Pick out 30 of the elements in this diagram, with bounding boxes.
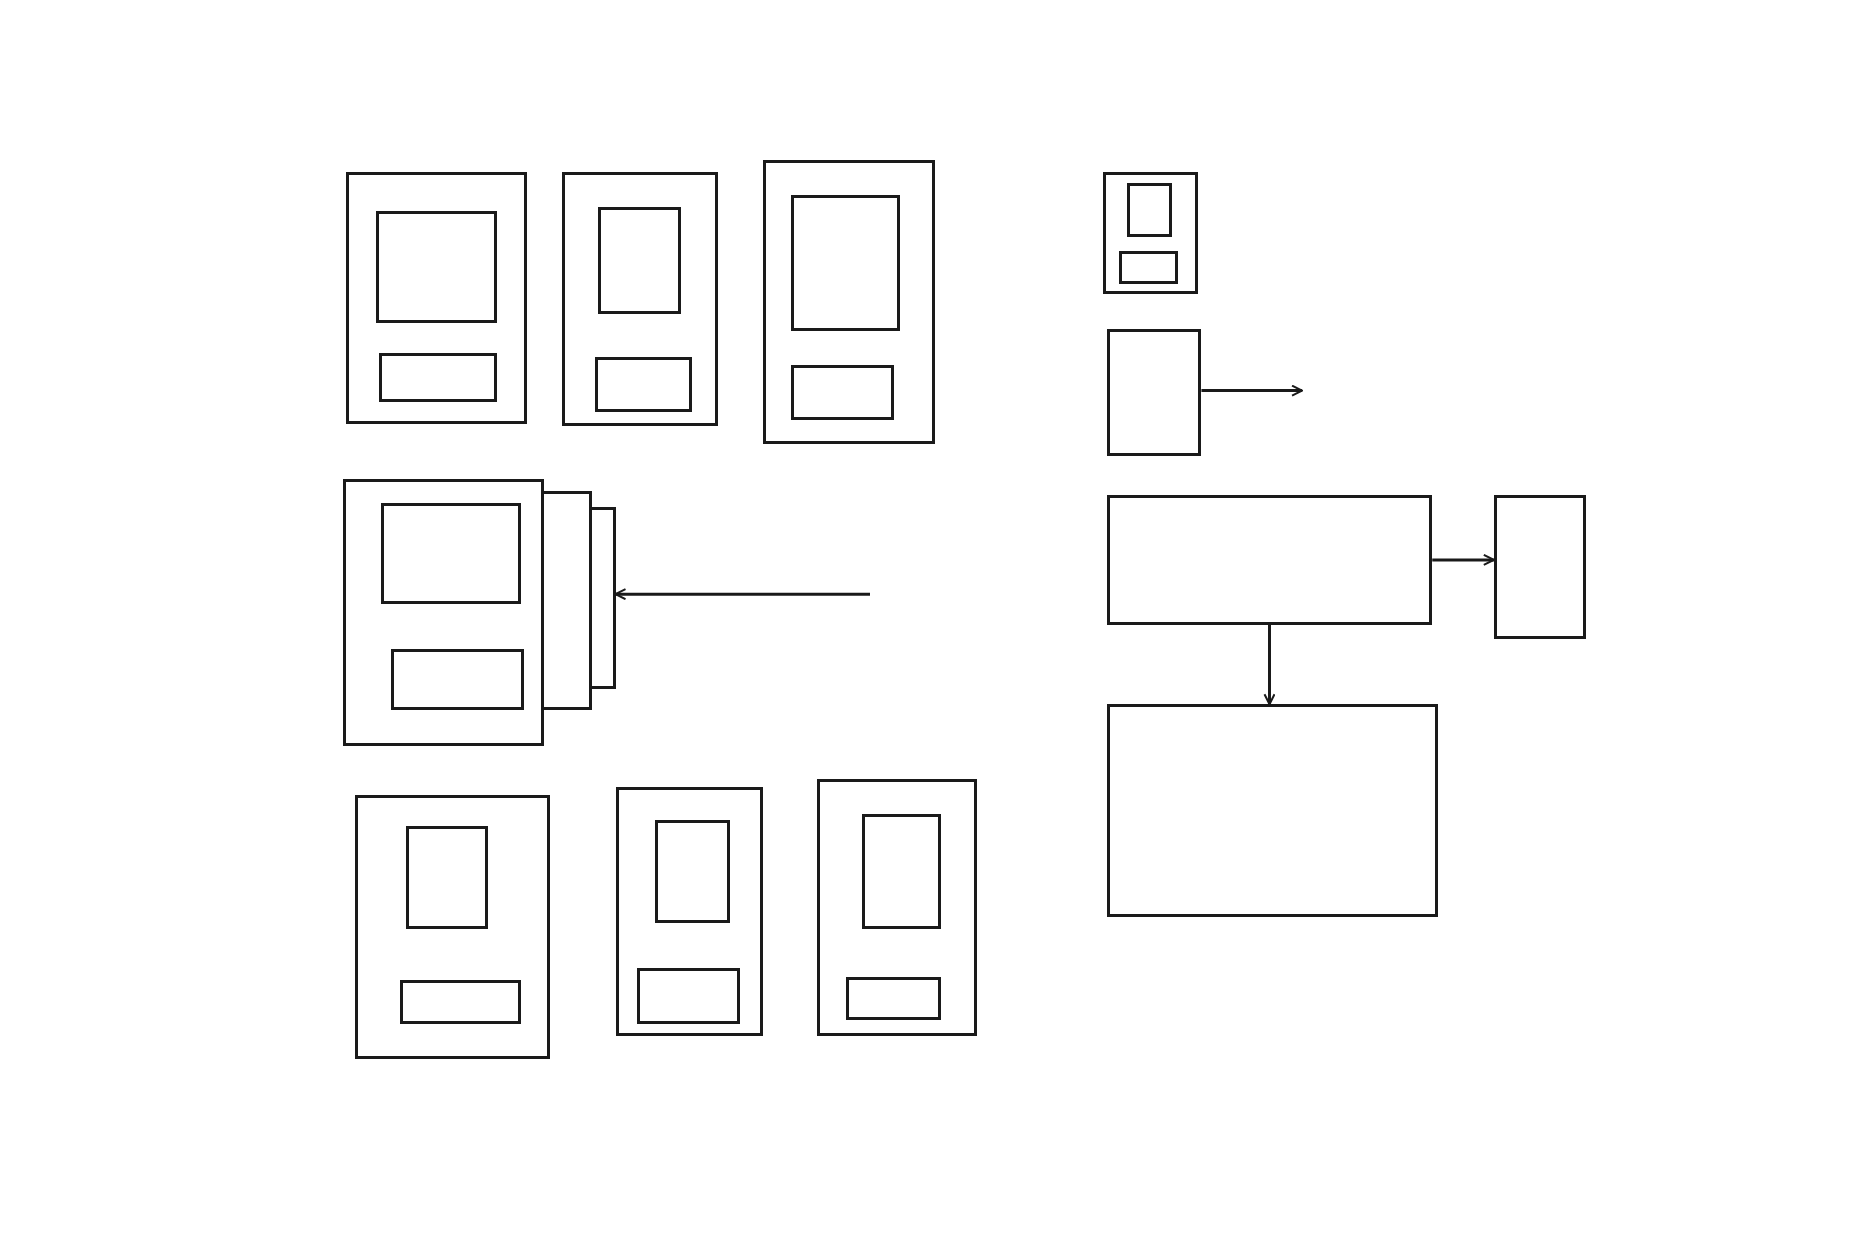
caption-bar (1118, 250, 1178, 285)
image-placeholder (1126, 183, 1172, 237)
card-frame (763, 159, 936, 444)
caption-bar (636, 968, 740, 1024)
caption-bar (790, 364, 894, 421)
image-placeholder (406, 826, 488, 930)
image-placeholder (654, 820, 731, 924)
card-frame (1106, 329, 1202, 456)
caption-bar (595, 357, 693, 412)
image-placeholder (381, 503, 521, 604)
card-frame (343, 479, 545, 746)
card-frame (1103, 171, 1198, 294)
caption-bar (846, 976, 941, 1021)
image-placeholder (376, 210, 498, 324)
image-placeholder (597, 207, 681, 314)
card-frame (345, 171, 527, 424)
image-placeholder (861, 814, 941, 930)
card-frame (816, 778, 977, 1036)
card-frame (615, 787, 764, 1036)
caption-bar (378, 352, 498, 403)
stacked-card (543, 491, 592, 711)
panel-frame (1106, 494, 1433, 625)
card-frame (1493, 494, 1587, 640)
caption-bar (400, 980, 521, 1024)
card-frame (355, 795, 551, 1060)
panel-frame (1106, 704, 1439, 918)
stacked-card (591, 506, 616, 689)
caption-bar (390, 648, 525, 711)
card-frame (562, 171, 719, 427)
image-placeholder (790, 195, 900, 332)
